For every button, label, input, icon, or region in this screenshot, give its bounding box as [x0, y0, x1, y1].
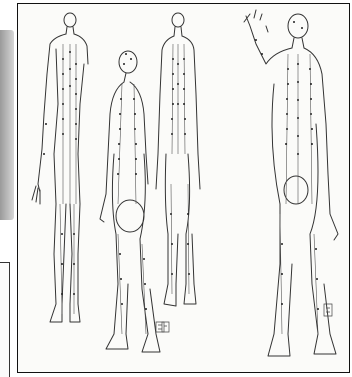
meridian-chart-image	[17, 3, 350, 373]
figure-raised-arm	[244, 10, 338, 356]
figure-back	[32, 13, 88, 322]
figure-side-left	[100, 51, 164, 352]
left-frame-edge	[0, 262, 10, 377]
left-shadow-slab	[0, 30, 14, 220]
meridian-illustration	[18, 4, 349, 372]
figure-front	[156, 13, 200, 332]
